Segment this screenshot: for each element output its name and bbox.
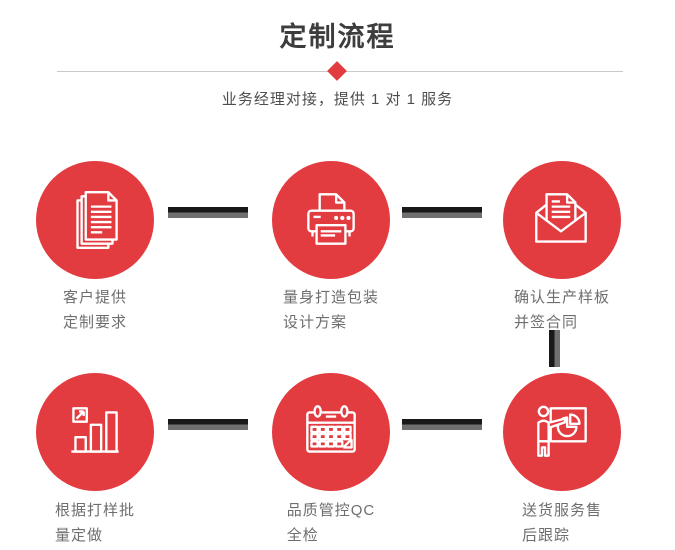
calendar-icon xyxy=(295,396,367,468)
step-circle-3 xyxy=(503,161,621,279)
step-circle-5 xyxy=(272,373,390,491)
printer-icon xyxy=(295,184,367,256)
presentation-icon xyxy=(526,396,598,468)
step-circle-4 xyxy=(36,373,154,491)
connector-step3-step6 xyxy=(549,330,560,367)
step-label-3: 确认生产样板 并签合同 xyxy=(513,289,610,331)
step-label-5: 品质管控QC 全检 xyxy=(286,502,376,544)
connector-step5-step6 xyxy=(402,419,482,430)
step-label-6: 送货服务售 后跟踪 xyxy=(521,502,602,544)
envelope-icon xyxy=(526,184,598,256)
page-subtitle: 业务经理对接，提供 1 对 1 服务 xyxy=(221,91,454,108)
step-label-1: 客户提供 定制要求 xyxy=(62,289,127,331)
step-circle-6 xyxy=(503,373,621,491)
step-label-4: 根据打样批 量定做 xyxy=(54,502,135,544)
connector-step1-step2 xyxy=(168,207,248,218)
connector-step2-step3 xyxy=(402,207,482,218)
bar-chart-icon xyxy=(59,396,131,468)
connector-step4-step5 xyxy=(168,419,248,430)
documents-icon xyxy=(59,184,131,256)
step-circle-2 xyxy=(272,161,390,279)
step-label-2: 量身打造包装 设计方案 xyxy=(282,289,379,331)
diamond-icon xyxy=(327,61,347,81)
step-circle-1 xyxy=(36,161,154,279)
page-title: 定制流程 xyxy=(279,22,396,52)
